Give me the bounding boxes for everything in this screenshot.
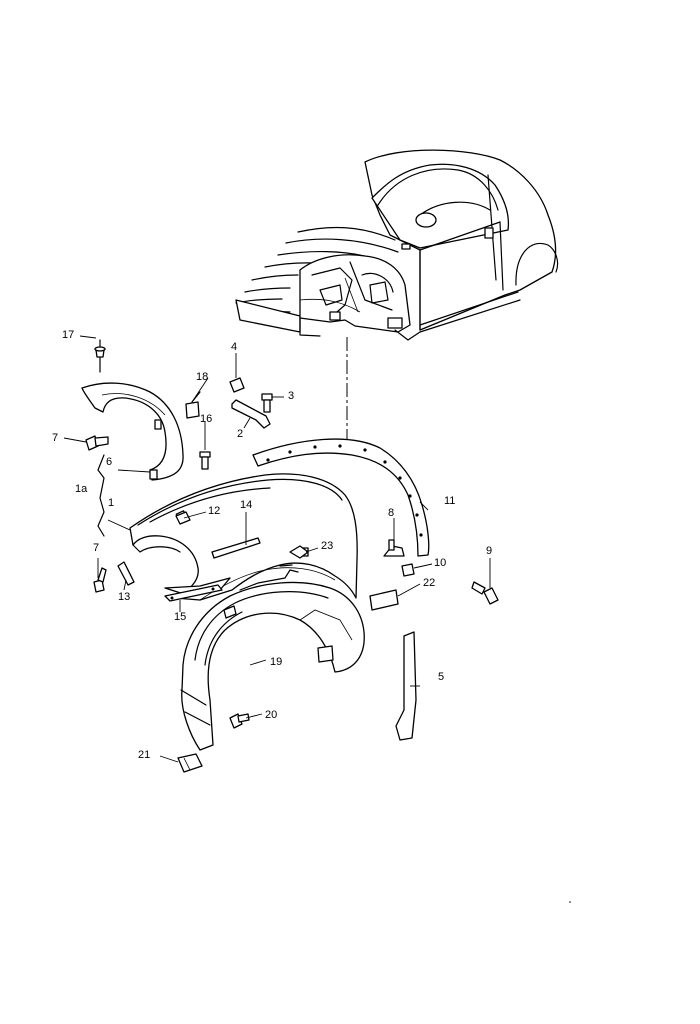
- part-16-screw-icon: [199, 451, 211, 470]
- callout-21: 21: [138, 749, 150, 761]
- part-7-screw-icon-upper: [85, 435, 109, 451]
- callout-7-lower: 7: [93, 542, 99, 554]
- callout-13: 13: [118, 591, 130, 603]
- part-3-bolt-icon: [261, 393, 273, 413]
- callout-12: 12: [208, 505, 220, 517]
- callout-11: 11: [444, 495, 455, 507]
- part-14-fender-seal: [211, 537, 261, 559]
- callout-5: 5: [438, 671, 444, 683]
- callout-1: 1: [108, 497, 114, 509]
- callout-18: 18: [196, 371, 208, 383]
- part-9-bolt-icon: [471, 581, 499, 605]
- part-11-arch-trim-strip: [252, 438, 430, 557]
- callout-20: 20: [265, 709, 277, 721]
- part-4-nut-icon: [229, 377, 245, 393]
- car-body-illustration: [235, 149, 559, 341]
- part-21-block-icon: [177, 753, 203, 773]
- callout-17: 17: [62, 329, 74, 341]
- callout-9: 9: [486, 545, 492, 557]
- callout-8: 8: [388, 507, 394, 519]
- callout-4: 4: [231, 341, 237, 353]
- part-1-front-fender: [129, 473, 358, 601]
- part-1a-bracket-line: [97, 454, 105, 537]
- part-10-nut-icon: [401, 563, 415, 577]
- part-19-wheel-housing-liner: [180, 564, 365, 751]
- callout-1a: 1a: [75, 483, 88, 495]
- part-6-splash-shield: [81, 382, 184, 481]
- part-23-clip-nut: [289, 545, 309, 559]
- callout-6: 6: [106, 456, 112, 468]
- callout-labels: 17 4 18 3 16 2 7 6 1a 1 11 14 12 8 23 7 …: [52, 329, 492, 761]
- callout-19: 19: [270, 656, 282, 668]
- part-18-clip-icon: [185, 391, 201, 419]
- callout-15: 15: [174, 611, 186, 623]
- callout-14: 14: [240, 499, 252, 511]
- part-22-cover-plate: [369, 589, 399, 611]
- stray-dot: [569, 901, 571, 903]
- callout-3: 3: [288, 390, 294, 402]
- callout-10: 10: [434, 557, 446, 569]
- part-20-screw-icon: [229, 713, 250, 729]
- leader-lines: [63, 335, 491, 763]
- part-15-bracket: [164, 584, 223, 602]
- part-2-bracket-icon: [231, 399, 271, 429]
- part-17-rivet-icon: [94, 339, 106, 373]
- part-12-clip: [175, 511, 191, 525]
- part-5-sealing-strip: [395, 631, 417, 741]
- callout-23: 23: [321, 540, 333, 552]
- callout-2: 2: [237, 428, 243, 440]
- callout-7-upper: 7: [52, 432, 58, 444]
- callout-22: 22: [423, 577, 435, 589]
- callout-16: 16: [200, 413, 212, 425]
- part-8-clip-icon: [383, 539, 405, 557]
- part-13-stud-icon: [117, 561, 135, 586]
- part-7-screw-icon-lower: [93, 567, 107, 593]
